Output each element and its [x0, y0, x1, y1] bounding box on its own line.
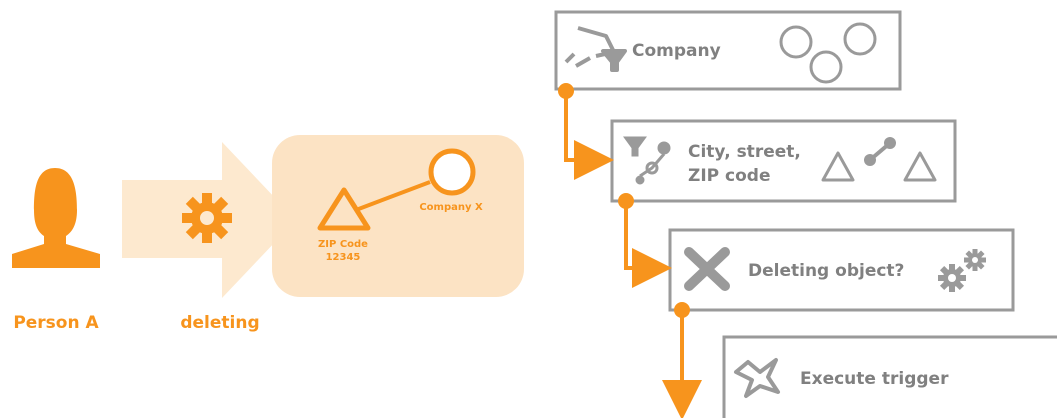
flow-connectors [558, 83, 702, 418]
zip-code-label: ZIP Code [318, 239, 368, 250]
zip-code-value: 12345 [326, 252, 361, 263]
action-label: deleting [180, 313, 259, 333]
step-box-company [554, 10, 902, 91]
gear-icon [182, 193, 232, 243]
zip-triangle-icon [317, 187, 371, 231]
circles-icon [779, 22, 877, 84]
relation-link [355, 180, 431, 212]
filter-graph-icon [623, 136, 671, 185]
step-location-label-line2: ZIP code [688, 166, 771, 186]
person-label: Person A [13, 313, 99, 333]
step-deleting-label: Deleting object? [748, 261, 904, 281]
step-trigger-label: Execute trigger [800, 369, 949, 389]
step-company-label: Company [632, 41, 721, 61]
step-box-trigger [722, 335, 1057, 418]
gears-icon [938, 249, 986, 292]
person-icon [12, 168, 100, 268]
company-circle-icon [428, 148, 476, 196]
star-trigger-icon [734, 358, 780, 398]
funnel-icon [564, 26, 627, 72]
company-x-label: Company X [419, 202, 483, 213]
step-location-label-line1: City, street, [688, 142, 801, 162]
triangles-graph-icon [821, 137, 937, 182]
x-mark-icon [684, 247, 730, 291]
relation-panel [272, 135, 524, 297]
